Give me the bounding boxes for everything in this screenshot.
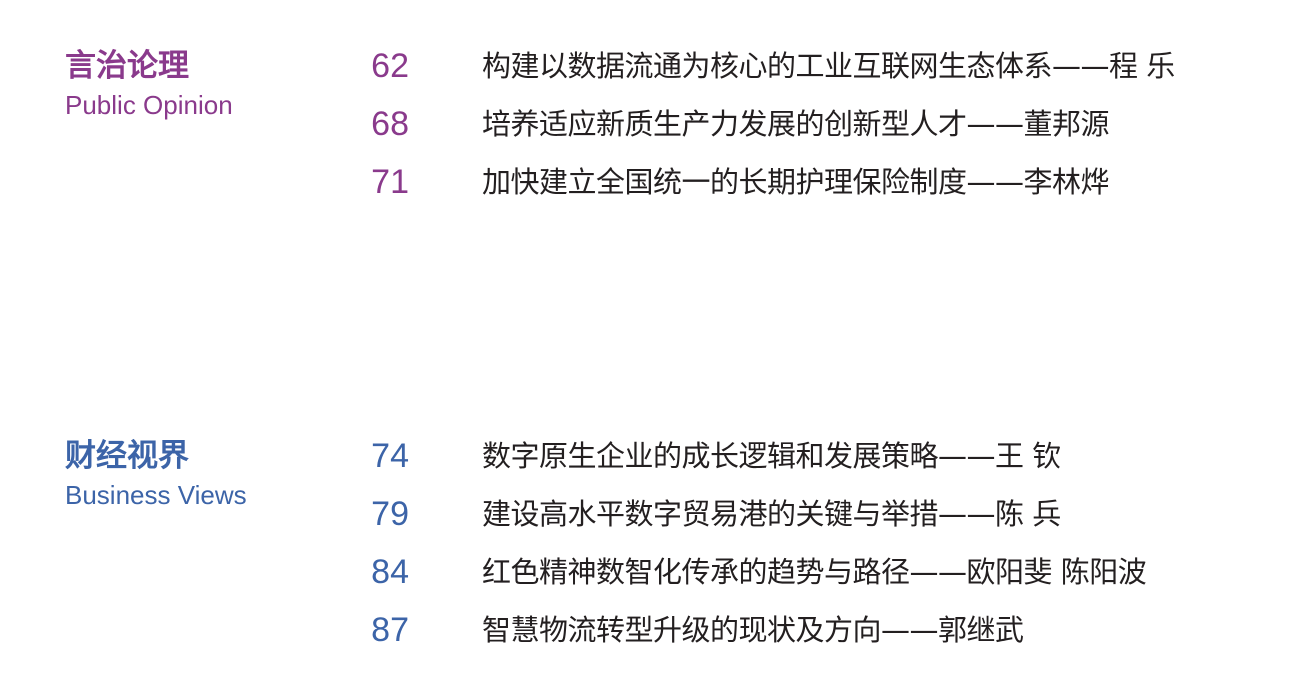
article-title[interactable]: 智慧物流转型升级的现状及方向——郭继武: [482, 613, 1024, 647]
page-number: 68: [371, 105, 409, 143]
page-number: 71: [371, 163, 409, 201]
toc-entry[interactable]: 71 加快建立全国统一的长期护理保险制度——李林烨: [0, 158, 1315, 216]
article-title[interactable]: 红色精神数智化传承的趋势与路径——欧阳斐 陈阳波: [482, 555, 1147, 589]
section-title-cn: 财经视界: [65, 438, 189, 474]
section-title-en: Business Views: [65, 480, 247, 510]
article-title[interactable]: 数字原生企业的成长逻辑和发展策略——王 钦: [482, 439, 1061, 473]
section-heading: 言治论理 Public Opinion: [65, 42, 233, 120]
entry-list: 74 数字原生企业的成长逻辑和发展策略——王 钦 79 建设高水平数字贸易港的关…: [0, 432, 1315, 664]
article-title[interactable]: 培养适应新质生产力发展的创新型人才——董邦源: [482, 107, 1110, 141]
page-number: 74: [371, 437, 409, 475]
page-number: 79: [371, 495, 409, 533]
section-title-en: Public Opinion: [65, 90, 233, 120]
section-heading: 财经视界 Business Views: [65, 432, 247, 510]
toc-entry[interactable]: 84 红色精神数智化传承的趋势与路径——欧阳斐 陈阳波: [0, 548, 1315, 606]
page-number: 84: [371, 553, 409, 591]
entry-list: 62 构建以数据流通为核心的工业互联网生态体系——程 乐 68 培养适应新质生产…: [0, 42, 1315, 216]
page-number: 87: [371, 611, 409, 649]
article-title[interactable]: 建设高水平数字贸易港的关键与举措——陈 兵: [482, 497, 1061, 531]
toc-entry[interactable]: 74 数字原生企业的成长逻辑和发展策略——王 钦: [0, 432, 1315, 490]
page-number: 62: [371, 47, 409, 85]
toc-entry[interactable]: 87 智慧物流转型升级的现状及方向——郭继武: [0, 606, 1315, 664]
article-title[interactable]: 构建以数据流通为核心的工业互联网生态体系——程 乐: [482, 49, 1175, 83]
section-title-cn: 言治论理: [65, 48, 189, 84]
article-title[interactable]: 加快建立全国统一的长期护理保险制度——李林烨: [482, 165, 1110, 199]
toc-entry[interactable]: 62 构建以数据流通为核心的工业互联网生态体系——程 乐: [0, 42, 1315, 100]
toc-entry[interactable]: 68 培养适应新质生产力发展的创新型人才——董邦源: [0, 100, 1315, 158]
toc-entry[interactable]: 79 建设高水平数字贸易港的关键与举措——陈 兵: [0, 490, 1315, 548]
